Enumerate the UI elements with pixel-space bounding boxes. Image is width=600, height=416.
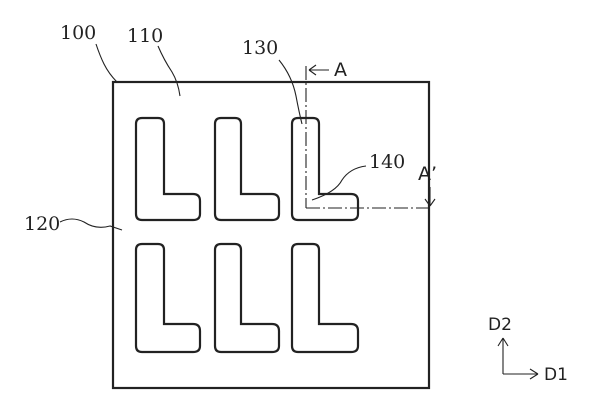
section-a-arrow-icon [309, 65, 329, 75]
l-pattern-top-middle [215, 118, 279, 220]
leader-100 [96, 44, 117, 82]
l-pattern-bottom-right [292, 244, 358, 352]
substrate-outline [113, 82, 429, 388]
section-a-prime-arrow-icon [425, 187, 435, 206]
direction-d1-arrow-icon [503, 369, 538, 379]
direction-d2-arrow-icon [498, 338, 508, 374]
leader-110 [158, 46, 180, 96]
l-pattern-top-right-130 [292, 118, 358, 220]
label-130: 130 [242, 37, 278, 59]
label-140: 140 [369, 151, 405, 173]
l-pattern-bottom-left [136, 244, 200, 352]
leader-130 [279, 60, 302, 124]
label-120: 120 [24, 213, 60, 235]
l-pattern-bottom-middle [215, 244, 279, 352]
direction-d1-label: D1 [544, 365, 568, 385]
label-110: 110 [127, 25, 163, 47]
label-100: 100 [60, 22, 96, 44]
l-pattern-top-left [136, 118, 200, 220]
section-a-label: A [334, 59, 347, 81]
section-a-prime-label: A’ [418, 163, 437, 185]
direction-d2-label: D2 [488, 315, 512, 335]
